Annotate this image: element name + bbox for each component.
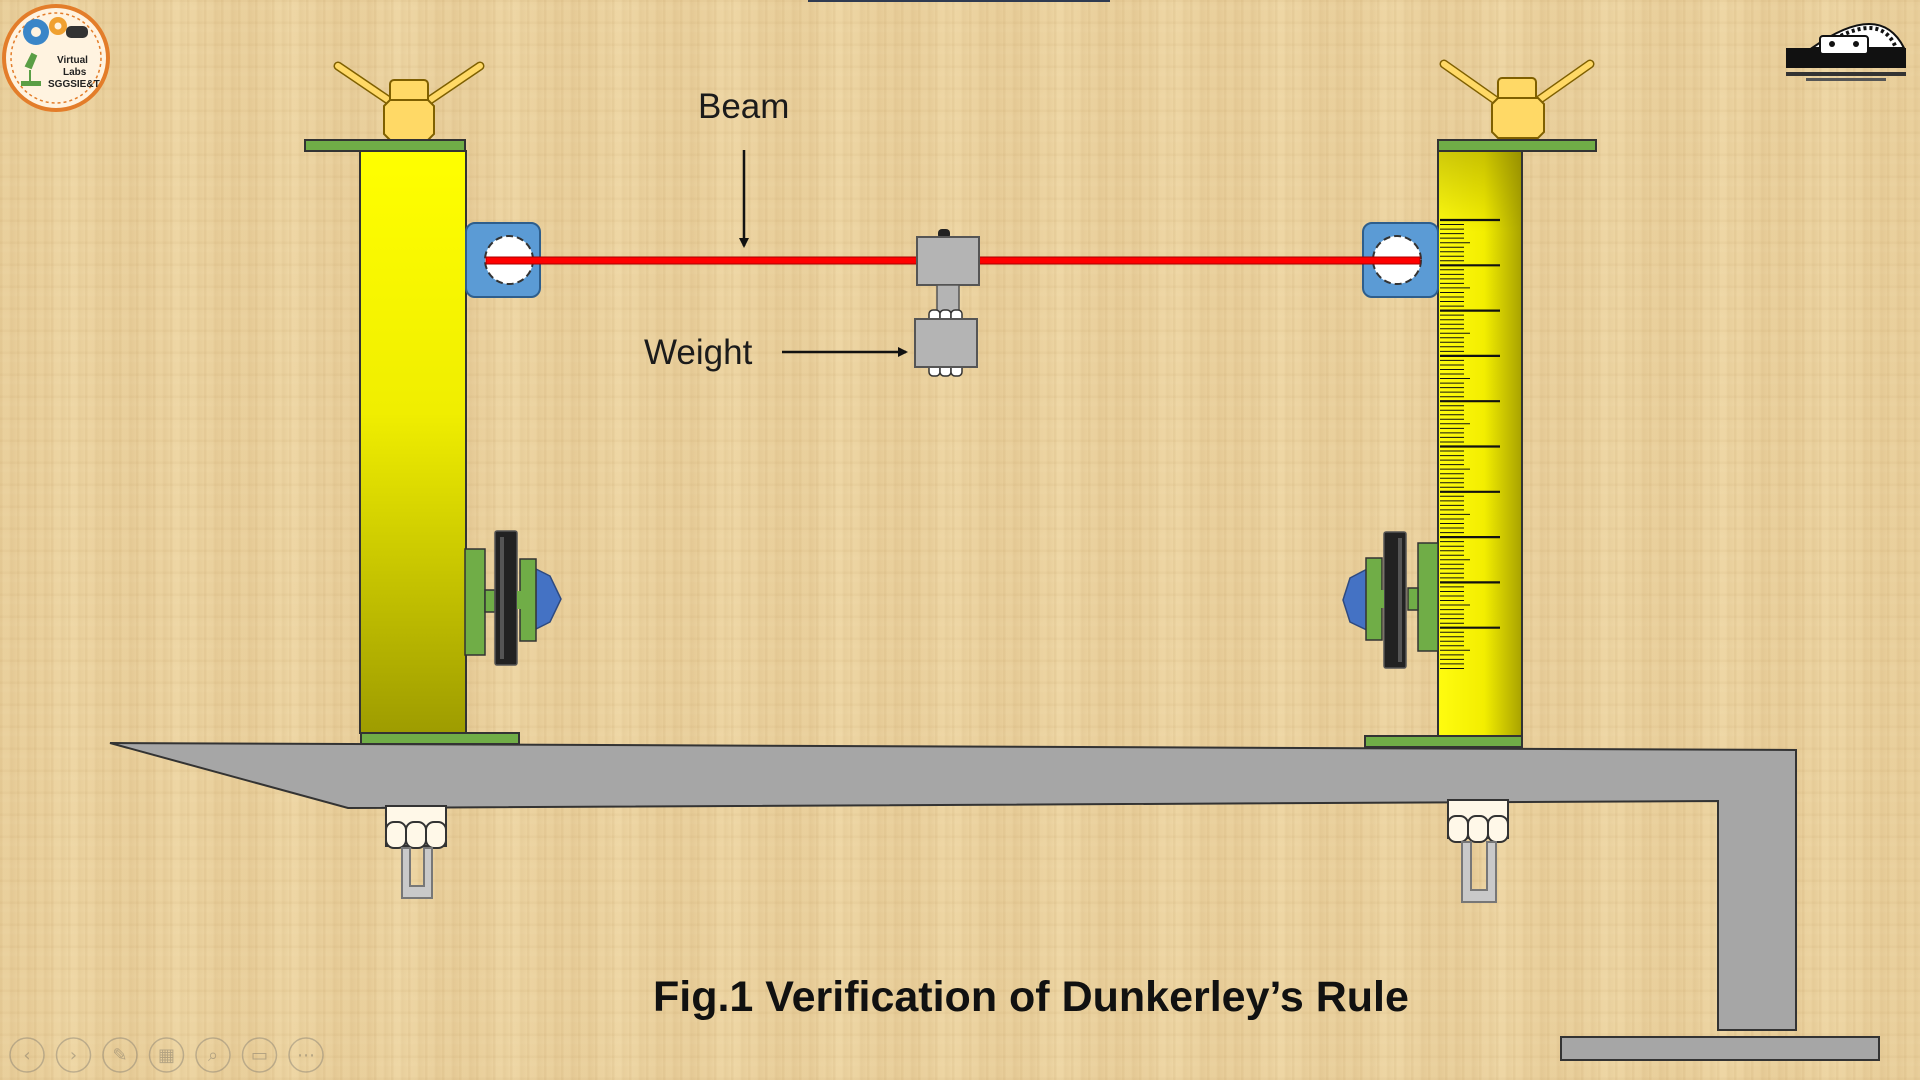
institute-emblem-icon: [1786, 23, 1906, 81]
pen-tool-button[interactable]: ✎: [102, 1037, 138, 1073]
left-wing-nut: [333, 61, 485, 141]
weight-label: Weight: [644, 333, 753, 372]
logo-text-line1: Virtual: [57, 55, 88, 66]
logo-text-line3: SGGSIE&T: [48, 79, 100, 90]
beam-label: Beam: [698, 87, 789, 126]
right-support-column: [1342, 59, 1597, 748]
arrow-right-icon: ›: [70, 1045, 77, 1066]
left-adjustment-knob: [464, 530, 562, 666]
next-slide-button[interactable]: ›: [55, 1037, 92, 1073]
weight-assembly: [914, 229, 980, 377]
more-options-button[interactable]: ⋯: [288, 1037, 324, 1073]
left-support-column: [304, 61, 562, 745]
gear-icon: [49, 17, 67, 35]
base-frame: [109, 742, 1797, 1031]
view-slides-button[interactable]: ▦: [148, 1037, 185, 1073]
arrow-left-icon: ‹: [23, 1045, 30, 1066]
virtual-labs-logo: Virtual Labs SGGSIE&T: [2, 4, 110, 112]
microscope-icon: [21, 52, 41, 86]
previous-slide-button[interactable]: ‹: [9, 1037, 45, 1073]
right-wing-nut: [1439, 59, 1595, 139]
right-adjustment-knob: [1342, 531, 1439, 669]
figure-caption: Fig.1 Verification of Dunkerley’s Rule: [653, 973, 1409, 1021]
subtitles-button[interactable]: ▭: [241, 1037, 278, 1073]
screen-icon: ▭: [251, 1045, 268, 1066]
slideshow-controls: ‹ › ✎ ▦ ⌕ ▭ ⋯: [9, 1037, 324, 1073]
right-bottom-clamp: [1447, 799, 1509, 903]
gear-icon: [23, 19, 49, 45]
base-foot-plate: [1560, 1036, 1880, 1061]
left-bottom-clamp: [385, 805, 447, 899]
zoom-button[interactable]: ⌕: [195, 1037, 231, 1073]
logo-text-line2: Labs: [63, 67, 87, 78]
vr-headset-icon: [66, 26, 88, 38]
pen-icon: ✎: [112, 1045, 127, 1066]
more-icon: ⋯: [297, 1045, 315, 1066]
right-column-scale: [1440, 218, 1500, 669]
top-accent-strip: [808, 0, 1110, 2]
zoom-icon: ⌕: [208, 1045, 218, 1066]
grid-icon: ▦: [158, 1045, 175, 1066]
